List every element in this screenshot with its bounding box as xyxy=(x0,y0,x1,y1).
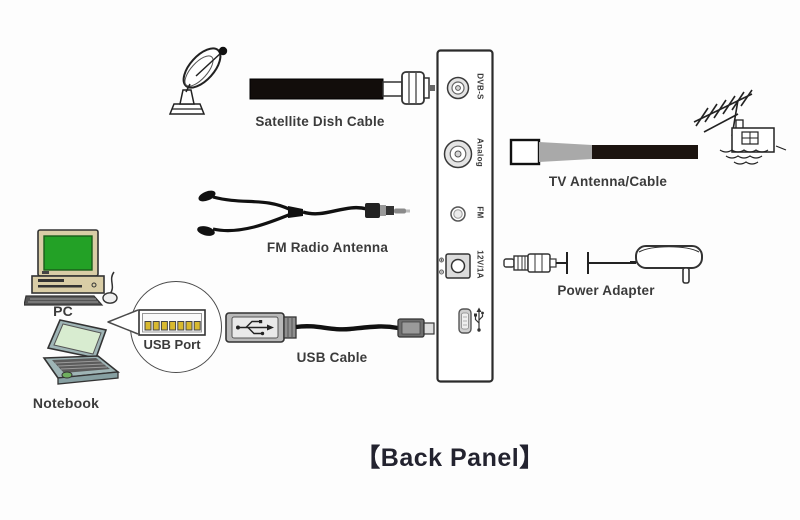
diagram-title: 【Back Panel】 xyxy=(355,444,545,472)
satellite-cable-graphic xyxy=(249,71,435,105)
usb-trident-logo xyxy=(236,320,274,336)
power-plug-graphic xyxy=(503,252,636,274)
polarity-icon xyxy=(439,257,444,275)
power-adapter-label: Power Adapter xyxy=(557,283,655,298)
port-label-fm: FM xyxy=(475,206,485,219)
dvbs-port xyxy=(446,76,470,100)
port-label-power: 12V/1A xyxy=(475,250,485,279)
analog-port xyxy=(443,139,473,169)
fm-radio-antenna-graphic xyxy=(197,190,410,236)
back-panel: DVB-S Analog FM 12V/1A xyxy=(436,49,494,383)
port-label-analog: Analog xyxy=(475,138,485,167)
usb-trident-icon xyxy=(474,307,484,332)
callout-tail xyxy=(107,309,139,335)
usb-cable-label: USB Cable xyxy=(296,350,368,365)
fm-radio-antenna-label: FM Radio Antenna xyxy=(266,240,389,255)
tv-antenna-label: TV Antenna/Cable xyxy=(548,174,668,189)
satellite-dish-icon xyxy=(168,46,228,115)
power-adapter-icon xyxy=(630,245,703,284)
notebook-icon xyxy=(42,319,121,385)
satellite-cable-label: Satellite Dish Cable xyxy=(255,114,385,129)
fm-port xyxy=(450,206,466,222)
usb-cable-graphic xyxy=(225,312,435,343)
tv-antenna-cable-graphic xyxy=(509,138,698,166)
usb-port-label: USB Port xyxy=(143,337,201,352)
usb-port-drawing xyxy=(138,309,206,336)
back-panel-graphic xyxy=(436,49,494,383)
port-label-dvbs: DVB-S xyxy=(475,73,485,100)
notebook-label: Notebook xyxy=(32,395,100,411)
tv-antenna-house-icon xyxy=(693,89,787,165)
power-jack-port xyxy=(445,253,471,279)
pc-icon xyxy=(24,229,118,306)
mini-usb-port xyxy=(458,308,472,334)
pc-label: PC xyxy=(53,303,73,319)
